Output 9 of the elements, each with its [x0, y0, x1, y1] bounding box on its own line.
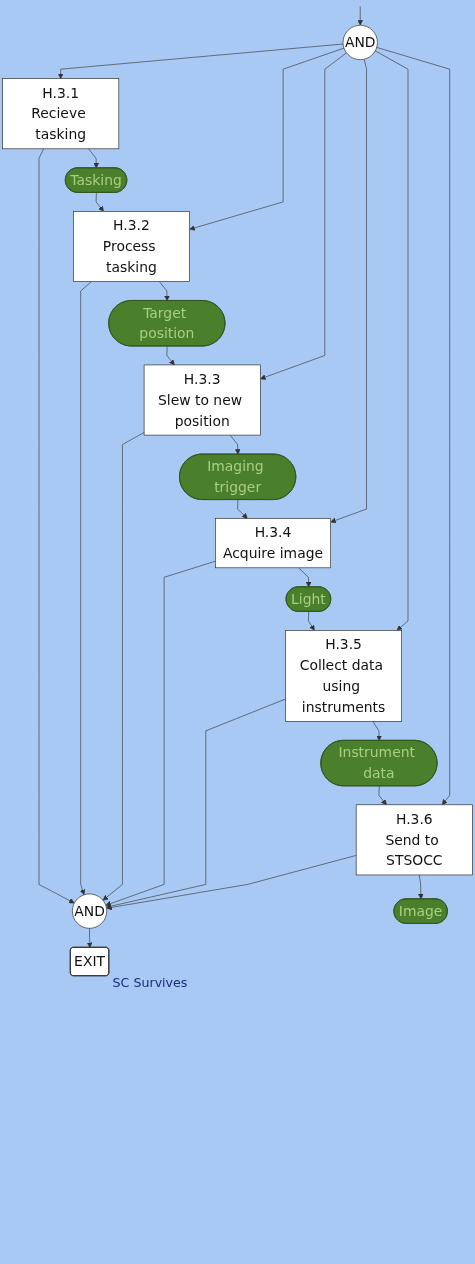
node-box: H.3.5 Collect data using instruments — [285, 630, 402, 722]
node-box: H.3.1 Recieve tasking — [2, 78, 120, 150]
node-box: H.3.4 Acquire image — [215, 518, 331, 569]
node-box: H.3.3 Slew to new position — [143, 364, 261, 436]
node-box: H.3.6 Send to STSOCC — [355, 804, 473, 876]
node-circle: AND — [342, 24, 378, 60]
node-caption: SC Survives — [112, 975, 188, 991]
node-box: H.3.2 Process tasking — [73, 211, 190, 282]
node-circle: AND — [72, 893, 108, 929]
